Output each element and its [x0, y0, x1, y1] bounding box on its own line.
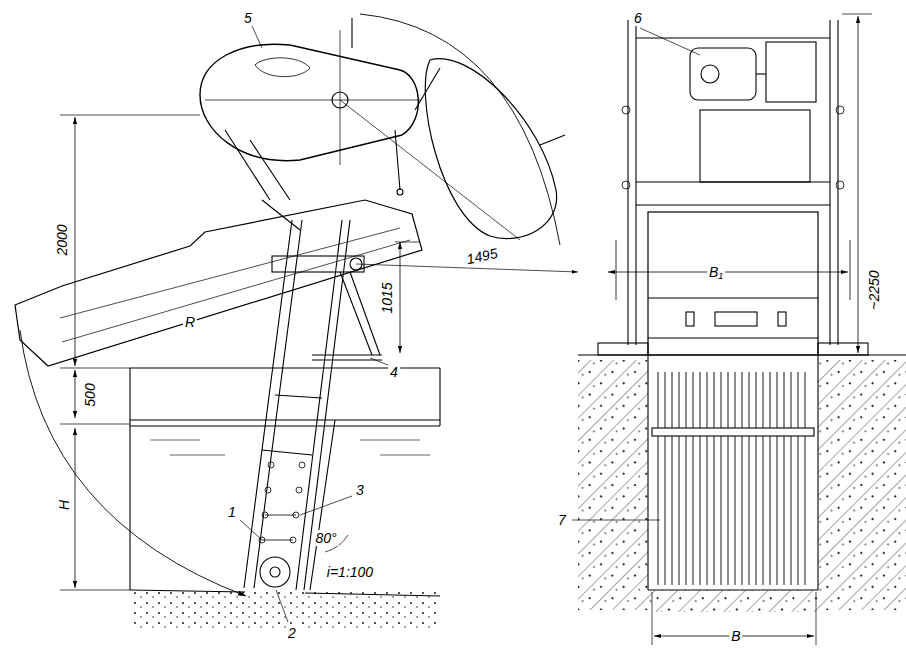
dimension-label: 3 — [354, 482, 366, 498]
dimension-label: 7 — [556, 512, 568, 528]
dimension-label: 6 — [632, 10, 644, 26]
dimension-label: 1015 — [379, 280, 395, 315]
dimension-label: 80° — [313, 530, 338, 546]
dimension-label: ~2250 — [866, 268, 882, 311]
dimension-label: 2 — [286, 625, 298, 641]
dimension-label: В — [729, 628, 742, 644]
dimension-label: 1495 — [463, 245, 501, 268]
dimension-label: 1 — [226, 504, 238, 520]
dimension-label: В₁ — [707, 264, 725, 280]
dimension-label: H — [56, 498, 72, 512]
dimension-label: 2000 — [54, 222, 70, 257]
dimension-label: 4 — [388, 364, 400, 380]
dimension-label: R — [183, 314, 197, 330]
dimension-label: 5 — [242, 10, 254, 26]
dimension-label: 500 — [82, 381, 98, 408]
dimension-label: i=1:100 — [325, 564, 375, 580]
